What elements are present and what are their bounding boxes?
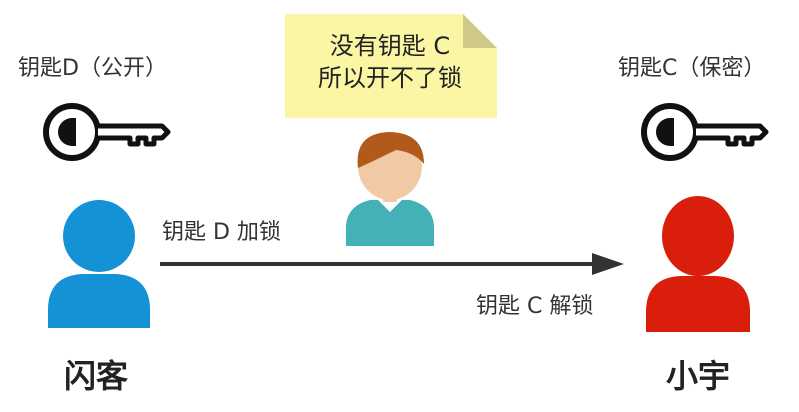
decrypt-label: 钥匙 C 解锁: [476, 294, 594, 319]
arrow-right-icon: [160, 253, 624, 275]
receiver-person-icon: [646, 196, 750, 332]
sender-person-icon: [48, 200, 150, 328]
note-text: 没有钥匙 C 所以开不了锁: [285, 30, 495, 94]
note-line-2: 所以开不了锁: [318, 64, 462, 92]
key-icon: [641, 103, 769, 161]
sender-name: 闪客: [64, 357, 129, 395]
encrypt-label: 钥匙 D 加锁: [162, 220, 281, 245]
note-line-1: 没有钥匙 C: [329, 32, 451, 60]
receiver-name: 小宇: [666, 357, 731, 395]
key-c-label: 钥匙C（保密）: [618, 56, 766, 81]
eavesdropper-icon: [346, 132, 434, 246]
sticky-note: 没有钥匙 C 所以开不了锁: [285, 14, 497, 118]
key-icon: [43, 103, 171, 161]
key-d-label: 钥匙D（公开）: [18, 56, 167, 81]
